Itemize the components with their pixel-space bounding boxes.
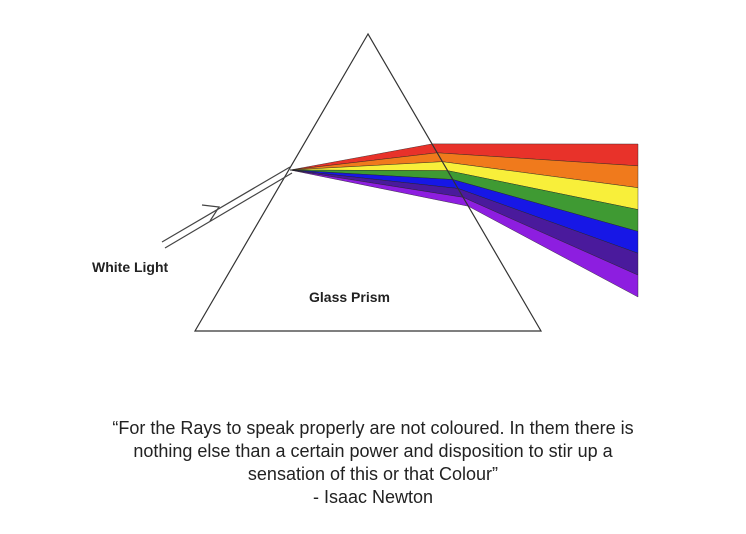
glass-prism-label: Glass Prism: [309, 289, 390, 305]
quote-line: nothing else than a certain power and di…: [133, 441, 613, 461]
white-light-label: White Light: [92, 259, 169, 275]
dispersed-spectrum: [431, 143, 639, 298]
white-light-beam: [161, 166, 293, 249]
internal-rays: [289, 143, 469, 207]
arrow-icon: [201, 204, 221, 222]
quote-attribution: - Isaac Newton: [312, 487, 434, 507]
glass-prism: [193, 32, 543, 332]
quote-line: sensation of this or that Colour”: [247, 464, 499, 484]
newton-quote: “For the Rays to speak properly are not …: [0, 417, 746, 509]
quote-line: “For the Rays to speak properly are not …: [112, 418, 634, 438]
